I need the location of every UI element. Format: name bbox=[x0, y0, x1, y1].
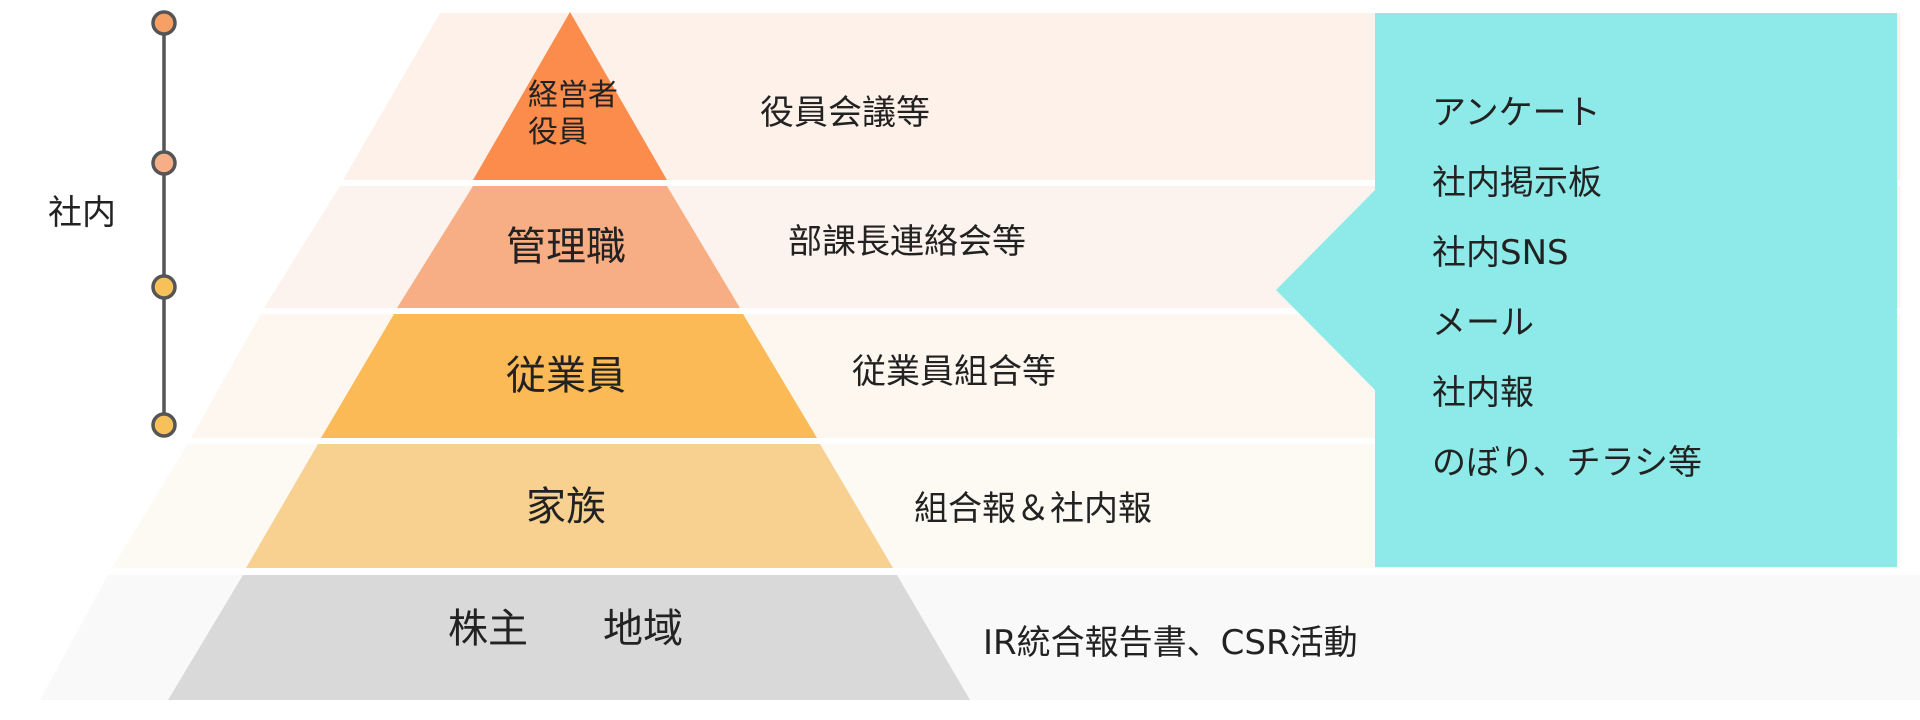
callout-box bbox=[1276, 13, 1897, 567]
channel-item-email: メール bbox=[1432, 303, 1534, 343]
level-executive-label-line-1: 経営者 bbox=[528, 78, 618, 113]
timeline-dot-1 bbox=[151, 10, 177, 36]
level-family-description: 組合報＆社内報 bbox=[914, 489, 1152, 529]
level-shareholder-description: IR統合報告書、CSR活動 bbox=[983, 623, 1358, 663]
level-manager-description: 部課長連絡会等 bbox=[788, 222, 1026, 262]
channel-item-newsletter: 社内報 bbox=[1432, 373, 1534, 413]
channel-item-banners-flyers: のぼり、チラシ等 bbox=[1432, 443, 1702, 483]
level-shareholder bbox=[168, 575, 970, 700]
timeline-dot-3 bbox=[151, 274, 177, 300]
level-shareholder-label: 株主 bbox=[448, 606, 528, 652]
timeline-dot-4 bbox=[151, 412, 177, 438]
level-family bbox=[246, 444, 893, 568]
communication-channels-list: アンケート 社内掲示板 社内SNS メール 社内報 のぼり、チラシ等 bbox=[1432, 96, 1702, 516]
level-executive-label: 経営者 役員 bbox=[528, 78, 618, 151]
channel-item-internal-sns: 社内SNS bbox=[1432, 233, 1569, 273]
channel-item-survey: アンケート bbox=[1432, 93, 1601, 133]
level-executive-label-line-2: 役員 bbox=[528, 114, 588, 150]
level-employee-description: 従業員組合等 bbox=[852, 352, 1056, 392]
level-manager-label: 管理職 bbox=[506, 224, 626, 270]
level-community-label: 地域 bbox=[603, 606, 683, 652]
side-label: 社内 bbox=[48, 193, 116, 233]
level-family-label: 家族 bbox=[526, 484, 606, 530]
level-employee-label: 従業員 bbox=[506, 353, 626, 399]
level-employee bbox=[321, 314, 817, 438]
channel-item-bulletin-board: 社内掲示板 bbox=[1432, 163, 1602, 203]
level-executive bbox=[473, 12, 667, 180]
level-executive-description: 役員会議等 bbox=[760, 93, 930, 133]
timeline-dot-2 bbox=[151, 150, 177, 176]
level-manager bbox=[397, 186, 740, 308]
